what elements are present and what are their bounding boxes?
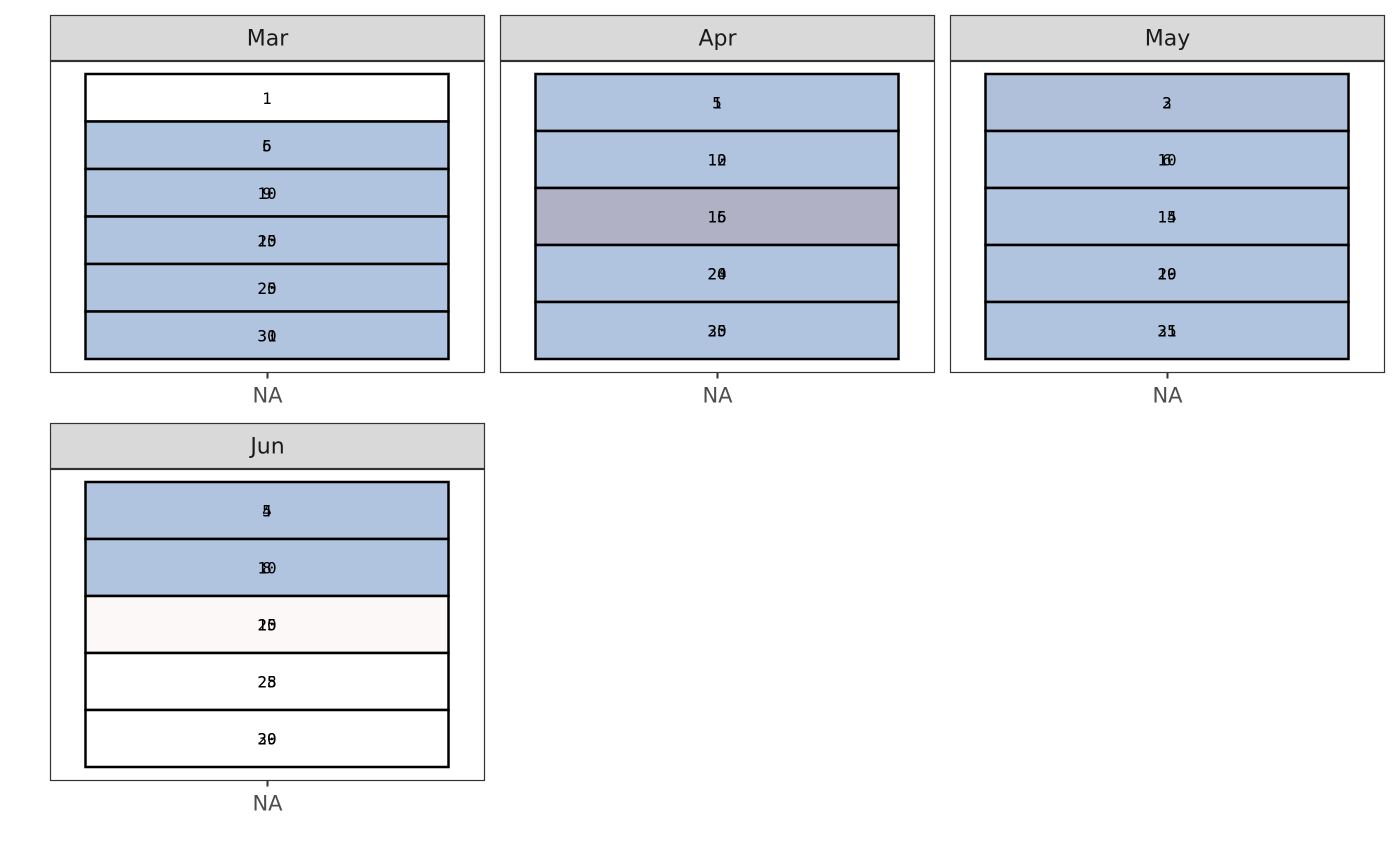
tile-label: 20 [1157, 265, 1176, 284]
tile-label: 10 [257, 559, 276, 578]
tile-label: 5 [712, 94, 722, 113]
tile-label: 31 [257, 326, 276, 345]
tile-mar-4 [84, 215, 450, 266]
tile-label: 25 [257, 673, 276, 692]
tile-may-4 [984, 243, 1350, 304]
tile-apr-1 [534, 72, 900, 133]
facet-strip-mar [49, 14, 486, 62]
facet-strip-may [949, 14, 1386, 62]
tile-label: 1 [712, 94, 722, 113]
tile-mar-2 [84, 120, 450, 171]
tile-label: 16 [707, 208, 726, 227]
tile-label: 1 [262, 89, 272, 108]
tile-label: 8 [262, 559, 272, 578]
tile-label: 15 [257, 616, 276, 635]
tile-label: 15 [257, 231, 276, 250]
tile-label: 20 [257, 616, 276, 635]
x-tick-label: NA [702, 384, 733, 408]
facet-strip-apr [499, 14, 936, 62]
tile-label: 6 [1162, 151, 1172, 170]
tile-mar-6 [84, 310, 450, 361]
tile-label: 15 [1157, 208, 1176, 227]
tile-label: 5 [262, 502, 272, 521]
tile-label: 20 [257, 231, 276, 250]
tile-label: 12 [707, 151, 726, 170]
tile-label: 2 [1162, 94, 1172, 113]
facet-strip-jun [49, 422, 486, 470]
tile-jun-4 [84, 651, 450, 712]
tile-label: 25 [707, 322, 726, 341]
tile-label: 19 [1157, 265, 1176, 284]
tile-label: 5 [262, 136, 272, 155]
tile-apr-3 [534, 186, 900, 247]
tile-label: 30 [257, 326, 276, 345]
tile-apr-4 [534, 243, 900, 304]
facet-title-mar: Mar [247, 27, 289, 52]
tile-label: 6 [262, 136, 272, 155]
tile-may-5 [984, 300, 1350, 361]
tile-label: 30 [707, 322, 726, 341]
tile-label: 30 [257, 730, 276, 749]
x-tick-label: NA [1152, 384, 1183, 408]
tile-label: 29 [257, 730, 276, 749]
tile-mar-5 [84, 262, 450, 313]
tile-label: 24 [707, 265, 726, 284]
tile-label: 3 [1162, 94, 1172, 113]
x-tick-label: NA [252, 792, 283, 816]
facet-title-jun: Jun [248, 435, 284, 460]
tile-label: 10 [257, 184, 276, 203]
tile-jun-2 [84, 537, 450, 598]
tile-label: 14 [1157, 208, 1176, 227]
facet-title-may: May [1145, 27, 1190, 52]
tile-label: 10 [1157, 151, 1176, 170]
tile-label: 20 [257, 279, 276, 298]
tile-label: 31 [1157, 322, 1176, 341]
tile-label: 28 [257, 673, 276, 692]
tile-label: 25 [1157, 322, 1176, 341]
facet-title-apr: Apr [698, 27, 737, 52]
tile-apr-5 [534, 300, 900, 361]
x-tick-label: NA [252, 384, 283, 408]
tile-may-1 [984, 72, 1350, 133]
tile-label: 4 [262, 502, 272, 521]
tile-label: 10 [707, 151, 726, 170]
tile-label: 20 [707, 265, 726, 284]
tile-label: 9 [262, 184, 272, 203]
tile-may-2 [984, 129, 1350, 190]
tile-jun-1 [84, 480, 450, 541]
tile-jun-5 [84, 708, 450, 769]
tile-label: 25 [257, 279, 276, 298]
tile-label: 15 [707, 208, 726, 227]
tile-jun-3 [84, 594, 450, 655]
